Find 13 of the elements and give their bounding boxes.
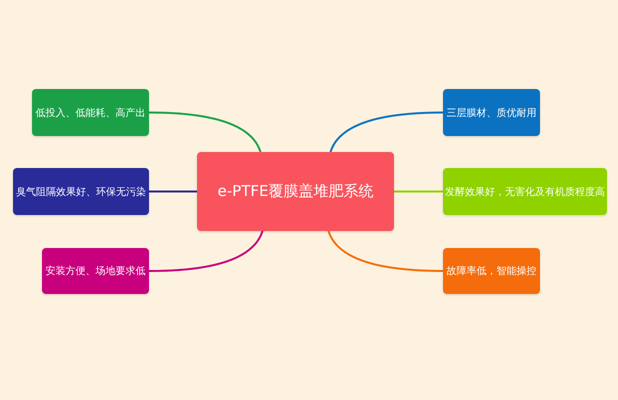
topic-box: 故障率低，智能操控	[443, 248, 540, 294]
connector-line	[328, 230, 444, 272]
topic-box: 安装方便、场地要求低	[42, 248, 149, 294]
central-topic-box: e-PTFE覆膜盖堆肥系统	[197, 152, 394, 231]
topic-box: 三层膜材、质优耐用	[443, 89, 540, 136]
connector-line	[148, 112, 262, 152]
topic-box: 低投入、低能耗、高产出	[32, 89, 149, 136]
connector-line	[330, 112, 444, 152]
topic-box: 臭气阻隔效果好、环保无污染	[13, 168, 149, 215]
connector-line	[394, 190, 443, 192]
topic-box: 发酵效果好，无害化及有机质程度高	[443, 168, 607, 215]
connector-line	[148, 230, 264, 272]
connector-line	[149, 190, 197, 192]
